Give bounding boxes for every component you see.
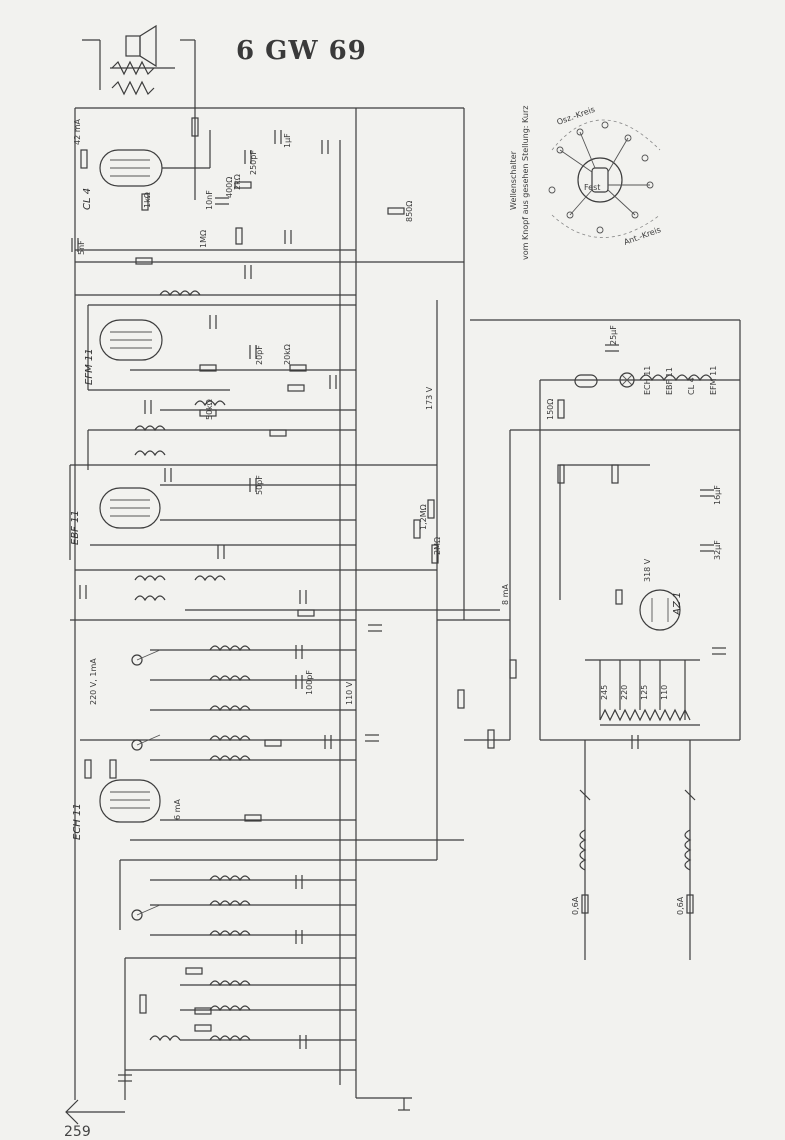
cap-label-8: 25µF [609, 325, 618, 345]
tap-245: 245 [600, 685, 609, 700]
page-title: 6 GW 69 [236, 36, 367, 66]
switch-label-ant: Ant.-Kreis [623, 225, 663, 247]
component-value-labels: 1kΩ 400Ω 850Ω 20kΩ 50kΩ 1MΩ 2MΩ 1,2MΩ 15… [77, 133, 722, 695]
label-ech11: ECH 11 [72, 803, 83, 840]
power-supply [559, 372, 713, 960]
fuse-labels: 0,6A 0,6A [571, 896, 685, 915]
res-label-1: 1kΩ [143, 192, 152, 208]
tube-cl4 [99, 130, 211, 187]
switch-label-osc: Osz.-Kreis [556, 105, 596, 127]
tap-125: 125 [640, 685, 649, 700]
cap-label-4: 50pF [255, 475, 264, 495]
current-8ma: 8 mA [501, 584, 510, 605]
res-label-7: 2MΩ [433, 537, 442, 555]
coils [134, 290, 251, 1042]
heater-cl4: CL 4 [687, 377, 696, 395]
tap-110: 110 [660, 685, 669, 700]
heater-ech11: ECH 11 [643, 366, 652, 395]
voltage-318: 318 V [643, 558, 652, 582]
label-ebf11: EBF 11 [70, 510, 81, 545]
resistors [80, 117, 623, 1032]
heater-chain-labels: ECH 11 EBF 11 CL 4 EFM 11 [643, 366, 718, 395]
res-label-3: 850Ω [405, 201, 414, 222]
label-cl4: CL 4 [82, 188, 93, 210]
voltage-173: 173 V [425, 386, 434, 410]
heater-ebf11: EBF 11 [665, 367, 674, 395]
switch-label-fest: Fest [584, 183, 600, 192]
tube-efm11 [99, 319, 163, 361]
cap-label-9: 16µF [713, 485, 722, 505]
voltage-110: 110 V [345, 681, 354, 705]
res-label-5: 50kΩ [205, 399, 214, 420]
cap-label-5: 100pF [305, 670, 314, 695]
res-label-10: 2kΩ [233, 174, 242, 190]
voltage-220: 220 V, 1mA [89, 658, 98, 705]
speaker [82, 24, 196, 200]
capacitors [71, 130, 726, 1082]
switch-note-line2: vom Knopf aus gesehen Stellung: Kurz [521, 106, 530, 260]
cap-label-1: 10nF [205, 190, 214, 210]
transformer-tap-labels: 245 220 125 110 [600, 685, 669, 700]
label-efm11: EFM 11 [84, 348, 95, 385]
current-6ma: 6 mA [173, 799, 182, 820]
tube-ebf11 [99, 487, 161, 529]
cap-label-10: 32µF [713, 540, 722, 560]
bus-lines [74, 107, 465, 1111]
band-switch-contacts [65, 649, 161, 1125]
heater-efm11: EFM 11 [709, 366, 718, 395]
switch-note-line1: Wellenschalter [509, 150, 518, 210]
current-42ma: 42 mA [73, 118, 82, 145]
fuse-label-2: 0,6A [676, 896, 685, 915]
tube-ech11 [99, 779, 161, 823]
cap-label-2: 5nF [77, 240, 86, 255]
page-number: 259 [64, 1124, 91, 1140]
res-label-8: 1,2MΩ [419, 504, 428, 530]
fuse-label-1: 0,6A [571, 896, 580, 915]
signal-wiring [69, 249, 741, 1071]
tap-220: 220 [620, 685, 629, 700]
res-label-6: 1MΩ [199, 230, 208, 248]
switch-note: Wellenschalter vom Knopf aus gesehen Ste… [509, 105, 662, 260]
cap-label-7: 1µF [283, 133, 292, 148]
cap-label-6: 20pF [255, 345, 264, 365]
res-label-4: 20kΩ [283, 344, 292, 365]
tube-labels: CL 4 EFM 11 EBF 11 ECH 11 AZ 1 [70, 188, 683, 840]
res-label-9: 150Ω [546, 399, 555, 420]
res-label-2: 400Ω [225, 177, 234, 198]
wave-switch [548, 119, 661, 238]
voltage-labels: 173 V 110 V 220 V, 1mA 8 mA 6 mA 318 V 4… [73, 118, 652, 820]
label-az1: AZ 1 [672, 592, 683, 616]
cap-label-3: 250pF [249, 150, 258, 175]
